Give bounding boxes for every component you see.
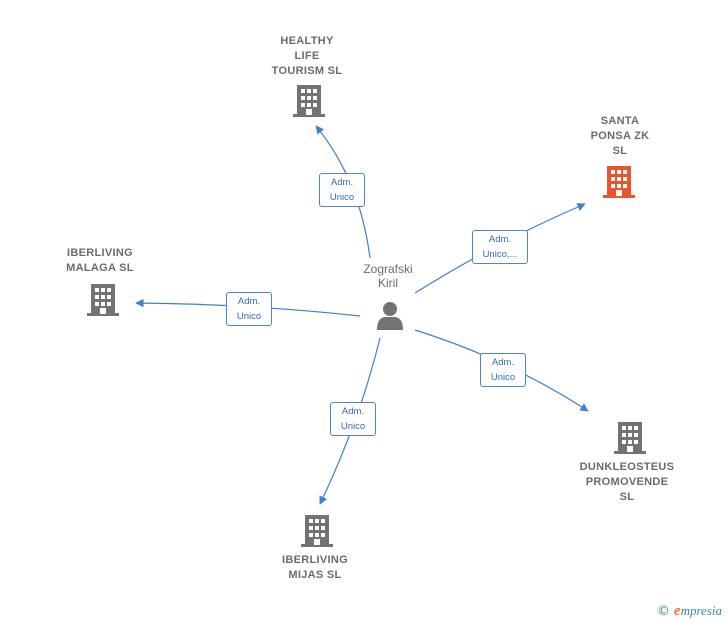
edge-label-healthy-life[interactable]: Adm. Unico: [319, 173, 365, 207]
edge-label-iberliving-malaga[interactable]: Adm. Unico: [226, 292, 272, 326]
brand-logo: ©empresia: [657, 603, 722, 620]
edge-label-iberliving-mijas[interactable]: Adm. Unico: [330, 402, 376, 436]
building-icon-iberliving-mijas[interactable]: [301, 515, 333, 547]
person-name[interactable]: Zografski Kiril: [363, 262, 413, 290]
edge-label-santa-ponsa[interactable]: Adm. Unico,...: [472, 230, 528, 264]
building-icon-santa-ponsa[interactable]: [603, 166, 635, 198]
company-name-santa-ponsa[interactable]: SANTA PONSA ZK SL: [590, 115, 650, 157]
company-name-iberliving-mijas[interactable]: IBERLIVING MIJAS SL: [282, 554, 348, 581]
brand-name: mpresia: [680, 603, 722, 618]
person-icon[interactable]: [377, 302, 403, 330]
company-name-iberliving-malaga[interactable]: IBERLIVING MALAGA SL: [66, 247, 134, 274]
building-icon-iberliving-malaga[interactable]: [87, 284, 119, 316]
brand-initial: e: [673, 603, 681, 619]
building-icon-healthy-life[interactable]: [293, 85, 325, 117]
company-name-dunkleosteus[interactable]: DUNKLEOSTEUS PROMOVENDE SL: [579, 461, 675, 503]
building-icon-dunkleosteus[interactable]: [614, 422, 646, 454]
company-name-healthy-life[interactable]: HEALTHY LIFE TOURISM SL: [271, 35, 343, 77]
edge-label-dunkleosteus[interactable]: Adm. Unico: [480, 353, 526, 387]
copyright-symbol: ©: [656, 604, 670, 619]
